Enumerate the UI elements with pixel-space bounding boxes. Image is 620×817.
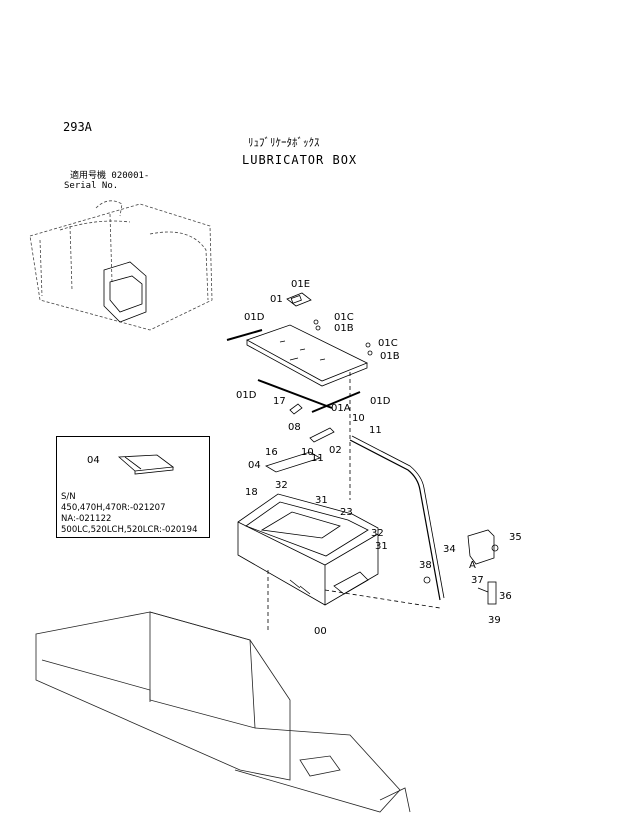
machine-overview-sketch: [29, 200, 213, 331]
callout-01c: 01C: [378, 338, 398, 349]
seal-strip-top: [226, 329, 263, 341]
pin-37: [487, 581, 497, 605]
serial-label-japanese: 適用号機 020001-: [70, 171, 150, 181]
page-number: 293A: [63, 120, 92, 134]
washer-01b-b: [367, 350, 373, 356]
bracket-bolt: [491, 544, 499, 552]
hinge-plate: [289, 403, 303, 415]
serial-number-inset: 04 S/N 450,470H,470R:-021207 NA:-021122 …: [56, 436, 210, 538]
inset-line-1: 450,470H,470R:-021207: [61, 503, 166, 513]
dashed-leader-right: [324, 589, 441, 609]
callout-32: 32: [371, 528, 384, 539]
callout-16: 16: [265, 447, 278, 458]
lubricator-box-body: [237, 493, 379, 606]
title-japanese: ﾘｭﾌﾞﾘｹｰﾀﾎﾞｯｸｽ: [248, 136, 320, 149]
callout-17: 17: [273, 396, 286, 407]
inset-line-3: 500LC,520LCH,520LCR:-020194: [61, 525, 198, 535]
plate-01e-inner: [290, 294, 302, 304]
serial-label-english: Serial No.: [64, 181, 119, 191]
callout-32: 32: [275, 480, 288, 491]
plate-01e: [286, 292, 312, 307]
chassis-sketch: [35, 611, 411, 813]
callout-01d: 01D: [244, 312, 265, 323]
callout-37: 37: [471, 575, 484, 586]
inset-line-0: S/N: [61, 492, 76, 502]
bolt-01c-b: [365, 342, 371, 348]
callout-31: 31: [315, 495, 328, 506]
callout-01: 01: [270, 294, 283, 305]
machine-highlight-box: [103, 261, 147, 323]
callout-08: 08: [288, 422, 301, 433]
washer-01b-a: [315, 325, 321, 331]
callout-01d: 01D: [370, 396, 391, 407]
callout-01d: 01D: [236, 390, 257, 401]
callout-01e: 01E: [291, 279, 311, 290]
callout-31: 31: [375, 541, 388, 552]
rod-hose: [349, 439, 441, 601]
page-title: LUBRICATOR BOX: [242, 153, 358, 167]
rod-hose-outline: [351, 435, 445, 599]
callout-35: 35: [509, 532, 522, 543]
callout-11: 11: [369, 425, 382, 436]
cover-plate: [246, 324, 368, 387]
callout-11: 11: [311, 453, 324, 464]
callout-01c: 01C: [334, 312, 354, 323]
lower-plate-04: [265, 451, 321, 473]
callout-38: 38: [419, 560, 432, 571]
callout-39: 39: [488, 615, 501, 626]
fitting-38: [423, 576, 431, 584]
callout-02: 02: [329, 445, 342, 456]
callout-18: 18: [245, 487, 258, 498]
callout-34: 34: [443, 544, 456, 555]
seal-strip-mid: [257, 379, 333, 409]
inset-plate-sketch: [117, 454, 175, 475]
callout-01a: 01A: [331, 403, 351, 414]
inset-line-2: NA:-021122: [61, 514, 112, 524]
callout-10: 10: [301, 447, 314, 458]
callout-36: 36: [499, 591, 512, 602]
callout-00: 00: [314, 626, 327, 637]
clip-36: [477, 587, 489, 593]
inset-callout-04: 04: [87, 455, 100, 466]
seal-strip-right: [311, 391, 361, 413]
callout-01b: 01B: [334, 323, 354, 334]
callout-04: 04: [248, 460, 261, 471]
callout-01b: 01B: [380, 351, 400, 362]
callout-10: 10: [352, 413, 365, 424]
bracket-34: [467, 529, 495, 565]
stay-bar: [309, 427, 335, 443]
bolt-01c-a: [313, 319, 319, 325]
callout-23: 23: [340, 507, 353, 518]
callout-a: A: [469, 560, 476, 571]
